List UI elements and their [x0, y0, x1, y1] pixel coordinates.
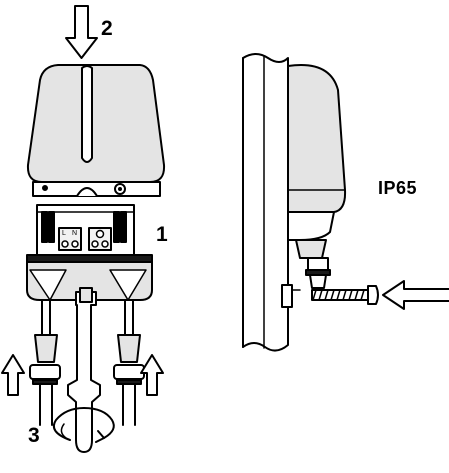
step-3-label: 3 [28, 424, 40, 447]
cover-screw-dot [42, 185, 48, 191]
base-left-cone [29, 269, 67, 301]
base-right-cone [109, 269, 147, 301]
screw-head [367, 285, 379, 305]
terminal-n-label: N [72, 230, 78, 237]
gland-left-nut [34, 334, 58, 363]
step-2-label: 2 [101, 17, 113, 40]
wire-right-2 [120, 211, 127, 243]
side-gland-nut [307, 257, 329, 271]
wire-left-2 [48, 211, 55, 243]
gland-right-ring [113, 364, 145, 380]
step-1-label: 1 [156, 223, 168, 246]
wall-plate [242, 53, 289, 352]
screwdriver [67, 291, 101, 453]
wire-left-1 [41, 211, 48, 243]
ip-rating-label: IP65 [378, 178, 418, 198]
terminal-l-label: L [62, 230, 66, 237]
cover-housing [26, 64, 166, 183]
cover-notch [76, 187, 98, 197]
device-lower-body [287, 211, 335, 241]
device-side-housing [287, 64, 347, 213]
cover-slot [81, 65, 93, 163]
base-dark-band [26, 254, 153, 263]
device-base [295, 239, 327, 259]
rotate-arrow [52, 407, 115, 441]
cover-lower-band [32, 181, 161, 197]
up-arrow-right [140, 354, 164, 396]
push-down-arrow [65, 5, 98, 59]
screwdriver-tip [79, 287, 93, 303]
gland-left-ring [29, 364, 61, 380]
base-foot [281, 284, 293, 308]
up-arrow-left [1, 354, 25, 396]
insert-arrow [382, 280, 449, 310]
wire-right-1 [113, 211, 120, 243]
gland-right-nut [117, 334, 141, 363]
